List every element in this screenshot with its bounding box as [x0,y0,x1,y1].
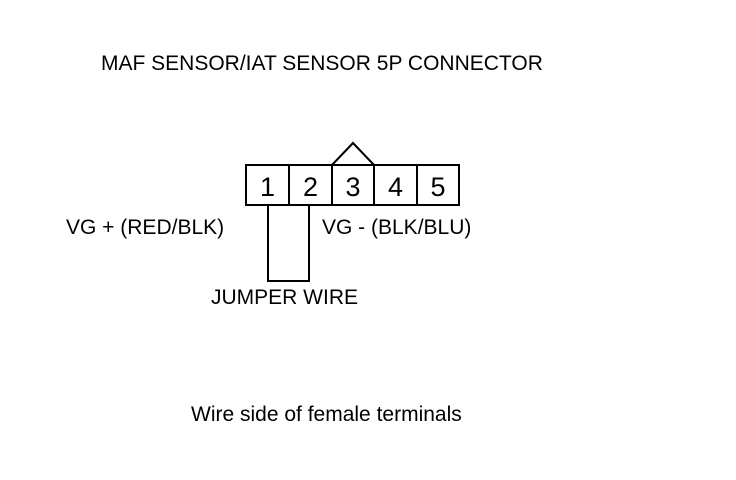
pin-number-1: 1 [260,172,275,202]
pin-number-5: 5 [430,172,445,202]
diagram-title: MAF SENSOR/IAT SENSOR 5P CONNECTOR [101,52,543,75]
vg-minus-label: VG - (BLK/BLU) [322,216,472,239]
diagram-caption: Wire side of female terminals [191,403,462,426]
pin-number-4: 4 [388,172,403,202]
connector-body [245,164,460,206]
pin-number-3: 3 [345,172,360,202]
jumper-wire [267,205,310,282]
vg-plus-label: VG + (RED/BLK) [66,216,225,239]
locking-tab [331,141,375,166]
jumper-wire-label: JUMPER WIRE [211,286,358,309]
pin-number-2: 2 [303,172,318,202]
